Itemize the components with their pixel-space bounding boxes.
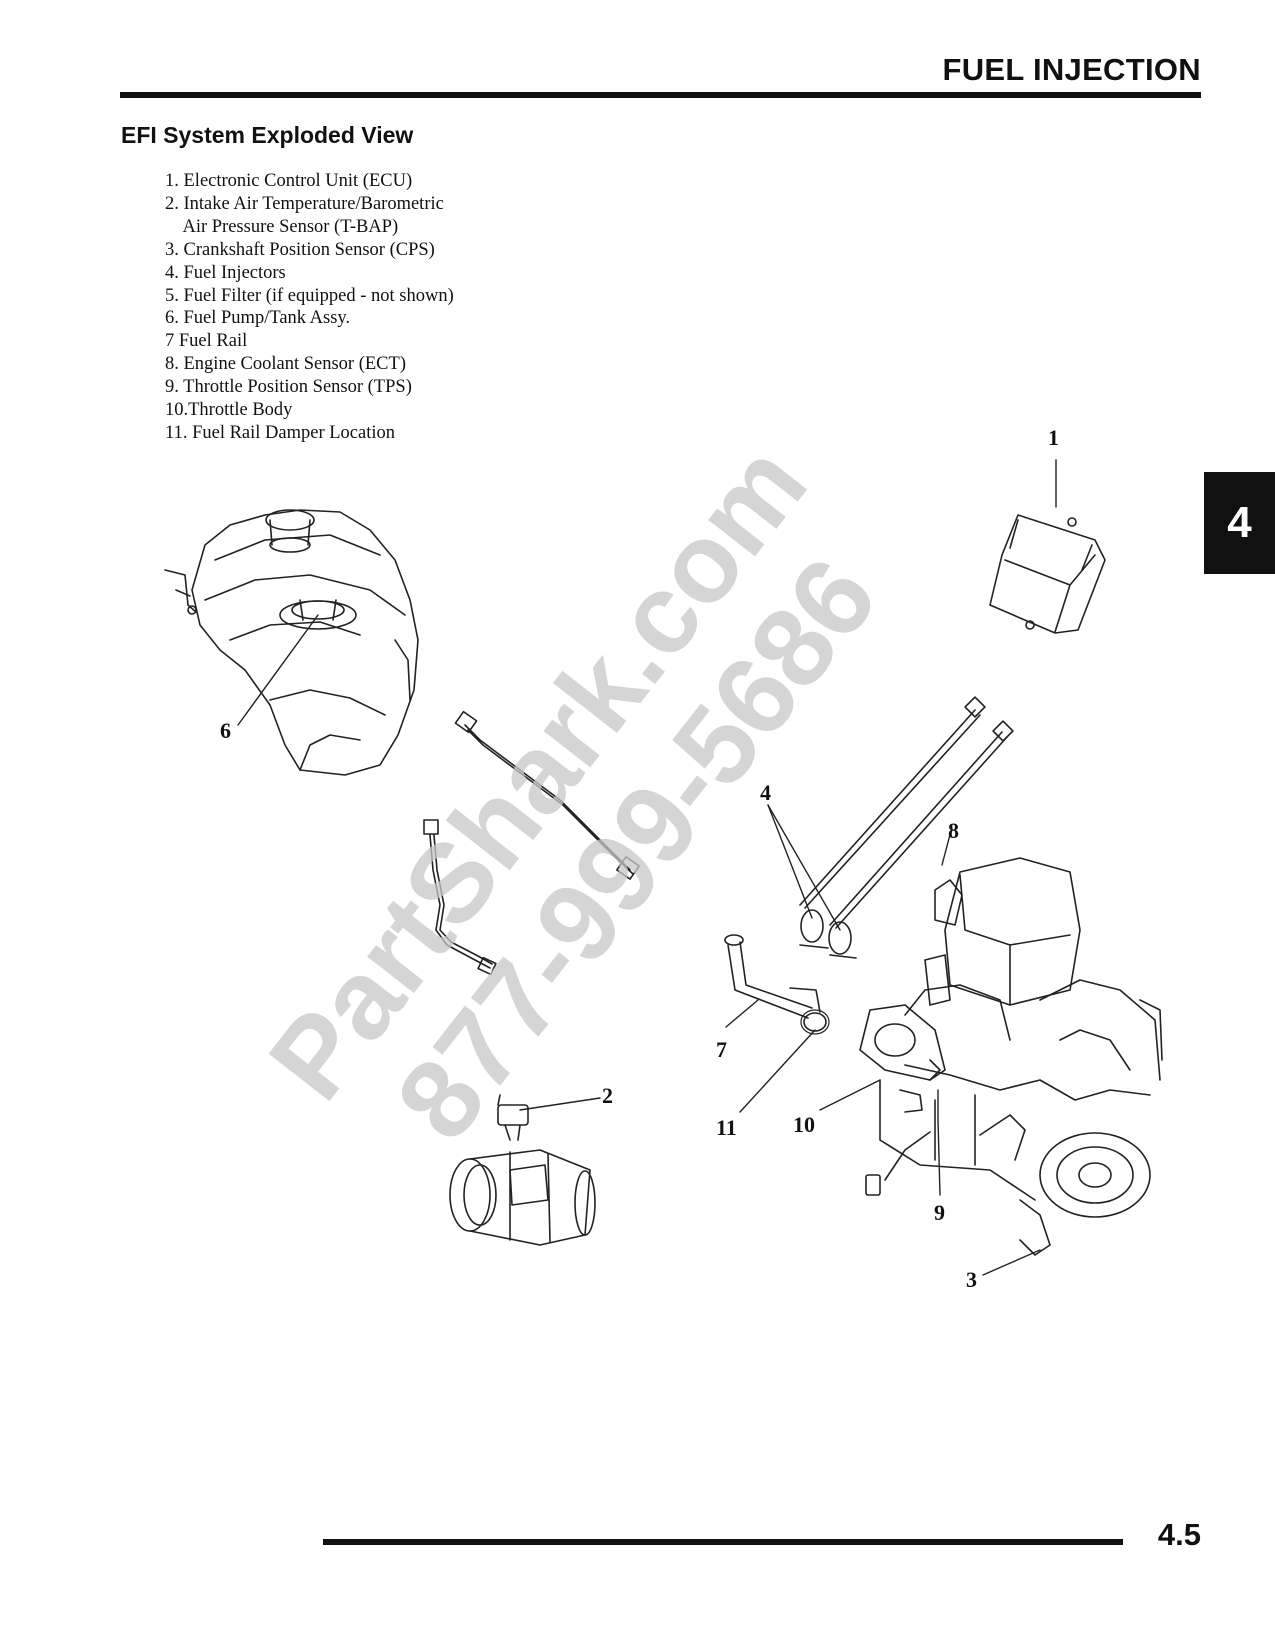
tbap-intake-drawing: [449, 1094, 596, 1246]
legend-item: 4. Fuel Injectors: [165, 262, 286, 283]
wire-harness-drawing: [423, 710, 640, 976]
legend-item: Air Pressure Sensor (T-BAP): [165, 216, 399, 237]
legend-item: 10.Throttle Body: [165, 400, 293, 421]
chapter-tab: 4: [1204, 472, 1275, 574]
callout-7: 7: [716, 1037, 727, 1062]
legend-item: 3. Crankshaft Position Sensor (CPS): [165, 239, 435, 260]
legend-item: 1. Electronic Control Unit (ECU): [165, 171, 413, 191]
legend-item: 8. Engine Coolant Sensor (ECT): [165, 354, 406, 375]
page-number: 4.5: [1157, 1517, 1201, 1552]
leader-lines: [237, 459, 1057, 1276]
callout-8: 8: [948, 818, 959, 843]
header-rule: [120, 92, 1201, 98]
legend-item: 2. Intake Air Temperature/Barometric: [165, 193, 444, 214]
legend-item: 9. Throttle Position Sensor (TPS): [165, 377, 412, 398]
legend-item: 11. Fuel Rail Damper Location: [165, 422, 395, 443]
callout-9: 9: [934, 1200, 945, 1225]
section-title: EFI System Exploded View: [121, 122, 414, 148]
callout-10: 10: [793, 1112, 815, 1137]
legend-item: 5. Fuel Filter (if equipped - not shown): [165, 285, 454, 306]
callout-3: 3: [966, 1267, 977, 1292]
chapter-tab-number: 4: [1227, 498, 1252, 547]
callout-1: 1: [1048, 425, 1059, 450]
callout-11: 11: [716, 1115, 737, 1140]
callout-6: 6: [220, 718, 231, 743]
legend-item: 6. Fuel Pump/Tank Assy.: [165, 308, 351, 329]
fuel-injectors-drawing: [799, 696, 1014, 959]
footer-rule: [323, 1539, 1123, 1545]
callout-4: 4: [760, 780, 771, 805]
chapter-title: FUEL INJECTION: [942, 52, 1201, 87]
callout-2: 2: [602, 1083, 613, 1108]
parts-legend: 1. Electronic Control Unit (ECU) 2. Inta…: [165, 170, 454, 445]
legend-item: 7 Fuel Rail: [165, 331, 248, 352]
fuel-rail-drawing: [724, 934, 830, 1035]
fuel-tank-drawing: [164, 509, 419, 776]
ecu-drawing: [989, 514, 1106, 634]
engine-assembly-drawing: [859, 857, 1163, 1256]
